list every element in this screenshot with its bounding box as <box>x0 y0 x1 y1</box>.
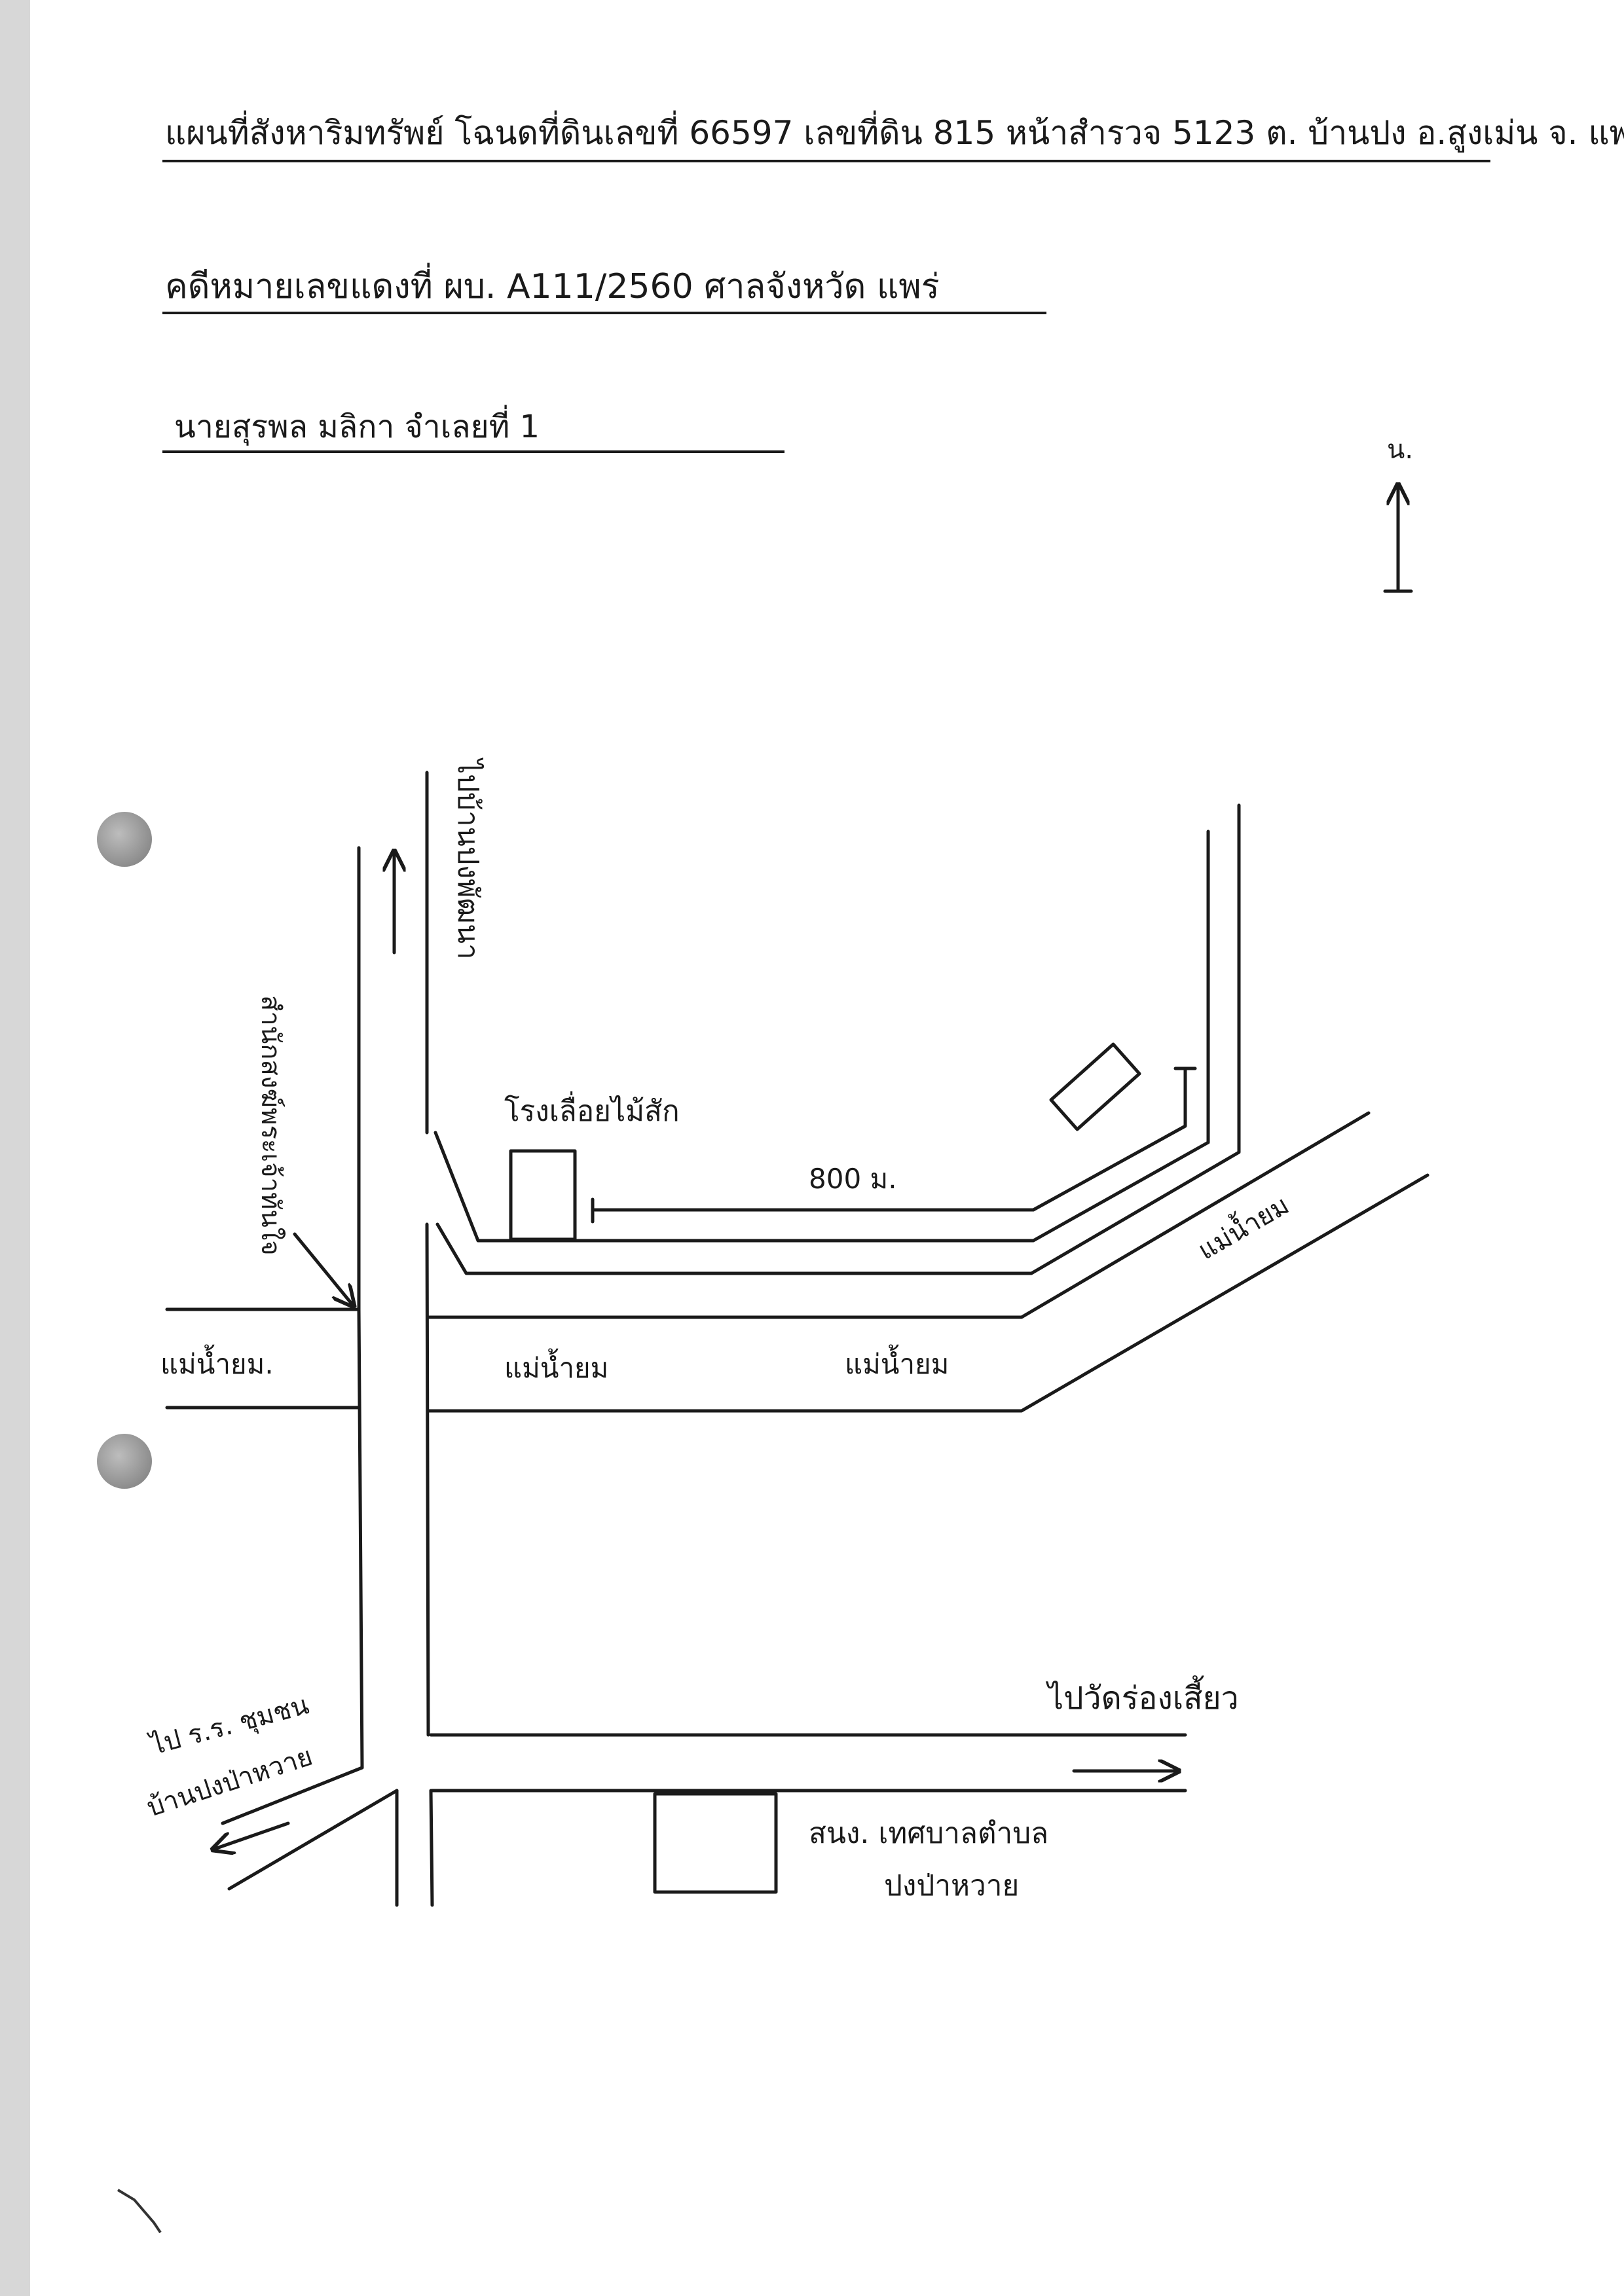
river-right-bank-top <box>427 1111 1371 1319</box>
header-case-underline <box>162 312 1046 314</box>
label-office-line1: สนง. เทศบาลตำบล <box>809 1817 1048 1850</box>
river-right-bank-bottom <box>427 1173 1430 1413</box>
header-title-underline <box>162 160 1490 162</box>
temple-pointer-arrow <box>293 1232 354 1306</box>
page-gutter <box>0 0 30 2296</box>
sawmill-building <box>509 1149 577 1241</box>
sw-road-edge-upper <box>221 1766 364 1825</box>
distance-line <box>593 1066 1187 1212</box>
main-road-right-edge-bottom <box>429 1789 434 1907</box>
sw-road-edge-lower <box>227 1789 399 1891</box>
main-road-right-edge-lower <box>425 1222 430 1737</box>
scan-mark <box>117 2189 162 2234</box>
municipal-office-building <box>653 1792 778 1894</box>
header-defendant-underline <box>162 450 784 453</box>
label-distance: 800 ม. <box>809 1163 897 1195</box>
label-office-line2: ปงป่าหวาย <box>884 1869 1019 1903</box>
label-road-north: ไปบ้านปงพัฒนา <box>451 757 485 960</box>
label-river-mid2: แม่น้ำยม <box>845 1344 949 1380</box>
access-lane-bottom <box>435 803 1241 1275</box>
header-title: แผนที่สังหาริมทรัพย์ โฉนดที่ดินเลขที่ 66… <box>165 114 1624 152</box>
compass-label: น. <box>1387 435 1413 465</box>
header-defendant: นายสุรพล มลิกา จำเลยที่ 1 <box>174 409 540 445</box>
label-river-diagonal: แม่น้ำยม <box>1191 1186 1295 1266</box>
main-road-left-edge <box>357 846 364 1770</box>
label-sawmill: โรงเลื่อยไม้สัก <box>504 1091 680 1128</box>
header-case-number: คดีหมายเลขแดงที่ ผบ. A111/2560 ศาลจังหวั… <box>165 267 940 306</box>
label-temple: สำนักสงฆ์พระเจ้าทันใจ <box>255 995 286 1256</box>
label-river-mid1: แม่น้ำยม <box>504 1348 608 1384</box>
label-river-left: แม่น้ำยม. <box>160 1344 274 1380</box>
label-road-east: ไปวัดร่องเสี้ยว <box>1045 1675 1239 1717</box>
property-parcel <box>1049 1042 1141 1131</box>
southwest-arrow-icon <box>213 1821 290 1850</box>
access-lane-top <box>434 829 1210 1243</box>
binder-hole-bottom <box>97 1434 152 1489</box>
binder-hole-top <box>97 812 152 867</box>
